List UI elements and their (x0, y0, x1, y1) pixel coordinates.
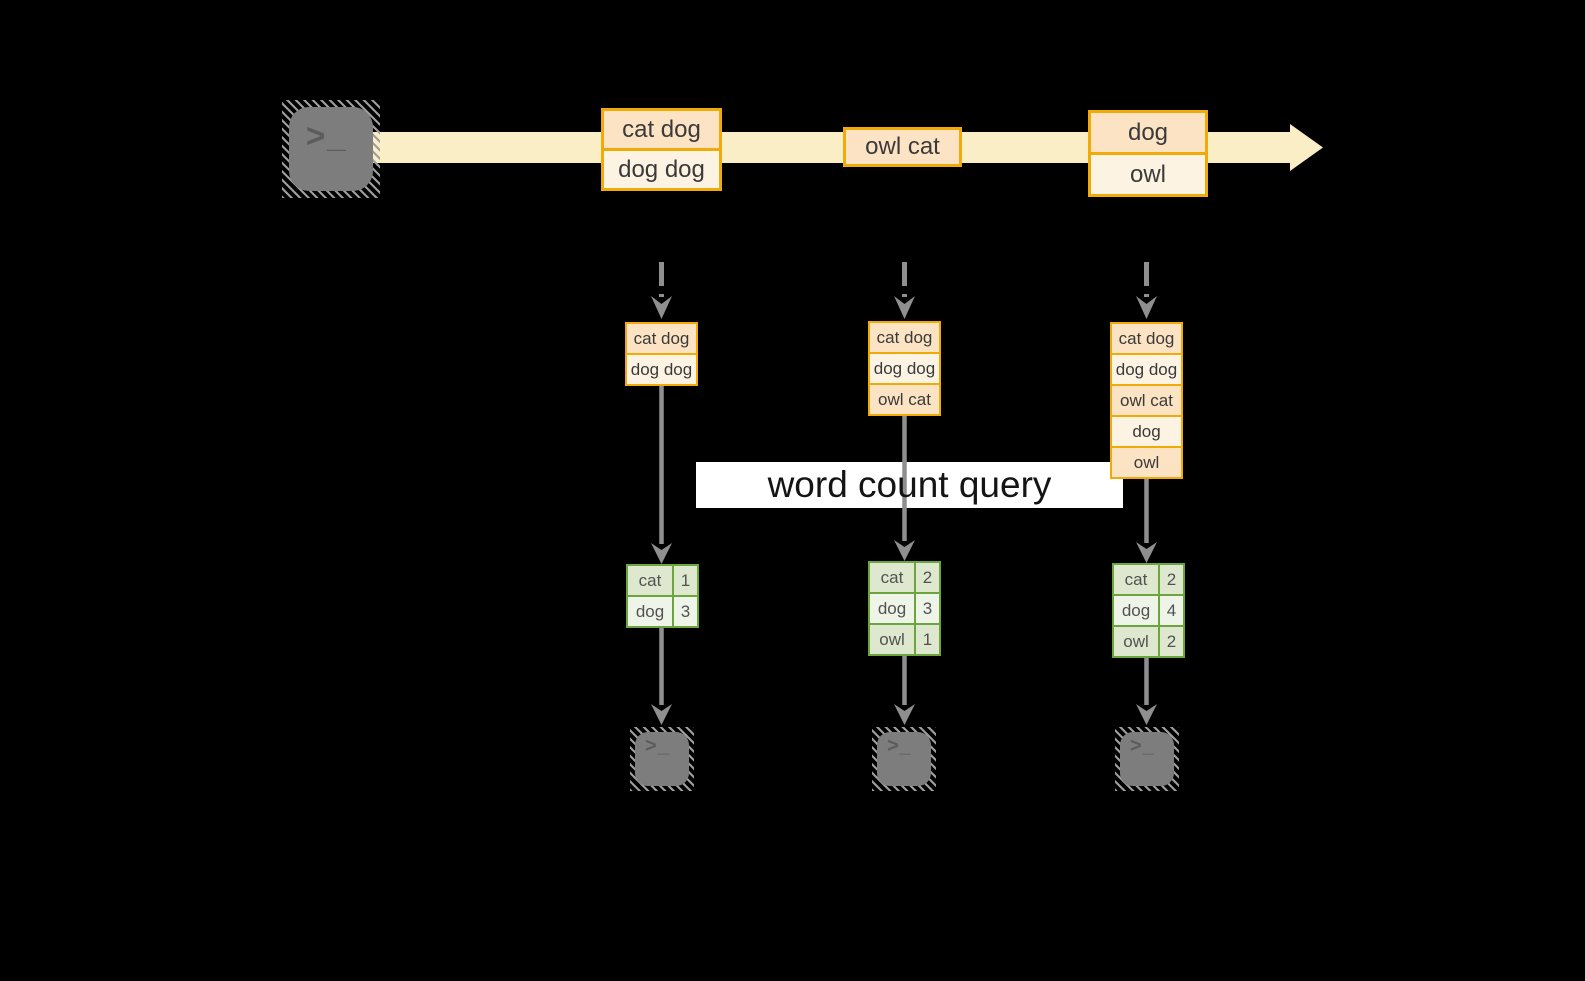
count-value: 3 (922, 598, 933, 618)
dashed-arrowhead-1 (651, 296, 672, 319)
terminal-prompt: >_ (1130, 735, 1155, 757)
buffer-record: dog (1112, 415, 1181, 446)
count-value: 1 (922, 629, 933, 649)
count-row: owl 1 (870, 623, 939, 654)
buffer-record: dog dog (870, 352, 939, 383)
count-table-2: cat 2 dog 3 owl 1 (868, 561, 941, 656)
count-value: 2 (922, 567, 933, 587)
count-word: cat (628, 566, 674, 595)
terminal-prompt: >_ (887, 735, 912, 757)
sink-arrowhead-1 (651, 704, 672, 725)
count-value: 2 (1166, 569, 1177, 589)
terminal-prompt: >_ (645, 735, 670, 757)
event-record: owl (1091, 152, 1205, 194)
event-record: dog (1091, 113, 1205, 152)
dashed-arrowhead-2 (894, 296, 915, 319)
sink-arrowhead-2 (894, 704, 915, 725)
count-row: cat 2 (870, 563, 939, 592)
count-word: cat (870, 563, 916, 592)
buffer-record: owl cat (1112, 384, 1181, 415)
terminal-screen: >_ (877, 732, 931, 786)
flow-arrowhead-1 (651, 543, 672, 564)
count-value: 2 (1166, 631, 1177, 651)
sink-terminal-2: >_ (872, 727, 936, 791)
buffer-record: cat dog (870, 323, 939, 352)
count-row: dog 3 (628, 595, 697, 626)
count-row: owl 2 (1114, 625, 1183, 656)
flow-arrowhead-2 (894, 540, 915, 561)
terminal-prompt: >_ (306, 117, 348, 154)
count-word: owl (870, 625, 916, 654)
count-row: cat 2 (1114, 565, 1183, 594)
dashed-arrowhead-3 (1136, 296, 1157, 319)
buffer-record: dog dog (1112, 353, 1181, 384)
count-word: cat (1114, 565, 1160, 594)
buffer-record: dog dog (627, 353, 696, 384)
count-word: owl (1114, 627, 1160, 656)
terminal-screen: >_ (635, 732, 689, 786)
count-table-3: cat 2 dog 4 owl 2 (1112, 563, 1185, 658)
buffer-record: owl (1112, 446, 1181, 477)
count-word: dog (628, 597, 674, 626)
sink-terminal-1: >_ (630, 727, 694, 791)
count-row: dog 4 (1114, 594, 1183, 625)
count-value: 3 (680, 601, 691, 621)
stream-event-2: owl cat (843, 127, 962, 167)
terminal-screen: >_ (1120, 732, 1174, 786)
event-record: dog dog (604, 148, 719, 188)
event-record: cat dog (604, 111, 719, 148)
buffer-record: owl cat (870, 383, 939, 414)
count-value: 1 (680, 570, 691, 590)
terminal-screen: >_ (289, 107, 373, 191)
event-record: owl cat (846, 130, 959, 164)
sink-arrowhead-3 (1136, 704, 1157, 725)
buffer-record: cat dog (1112, 324, 1181, 353)
count-row: dog 3 (870, 592, 939, 623)
count-row: cat 1 (628, 566, 697, 595)
query-label: word count query (767, 464, 1052, 505)
count-table-1: cat 1 dog 3 (626, 564, 699, 628)
flow-arrowhead-3 (1136, 542, 1157, 563)
buffer-record: cat dog (627, 324, 696, 353)
count-value: 4 (1166, 600, 1177, 620)
count-word: dog (870, 594, 916, 623)
query-banner (696, 462, 1123, 508)
source-terminal-icon: >_ (282, 100, 380, 198)
count-word: dog (1114, 596, 1160, 625)
sink-terminal-3: >_ (1115, 727, 1179, 791)
